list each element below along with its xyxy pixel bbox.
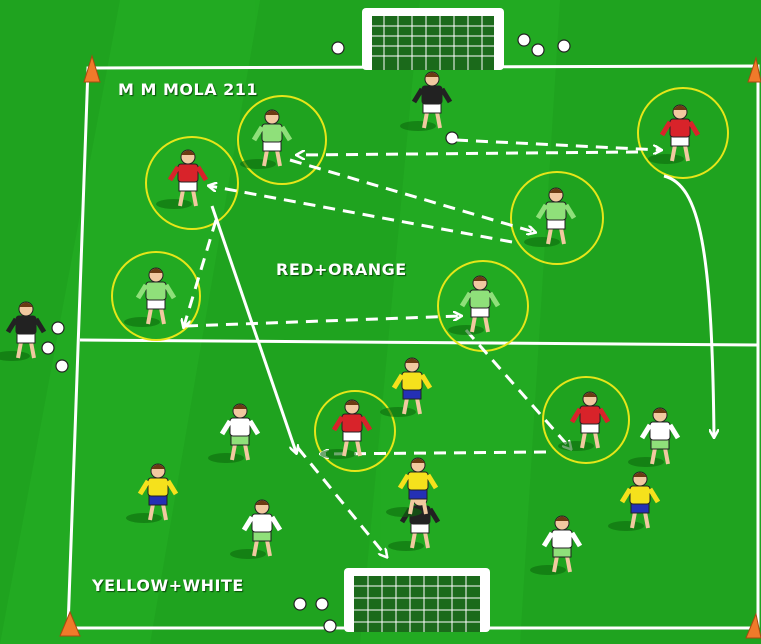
goal-icon	[344, 568, 490, 632]
soccer-ball-icon	[56, 360, 68, 372]
soccer-ball-icon	[532, 44, 544, 56]
drill-title: M M MOLA 211	[118, 80, 258, 99]
soccer-ball-icon	[42, 342, 54, 354]
goal-icon	[362, 8, 504, 70]
team-label-yellow-white: YELLOW+WHITE	[92, 576, 244, 595]
soccer-ball-icon	[294, 598, 306, 610]
soccer-ball-icon	[518, 34, 530, 46]
soccer-ball-icon	[558, 40, 570, 52]
soccer-ball-icon	[446, 132, 458, 144]
soccer-ball-icon	[316, 598, 328, 610]
team-label-red-orange: RED+ORANGE	[276, 260, 407, 279]
soccer-ball-icon	[332, 42, 344, 54]
soccer-ball-icon	[52, 322, 64, 334]
soccer-ball-icon	[324, 620, 336, 632]
